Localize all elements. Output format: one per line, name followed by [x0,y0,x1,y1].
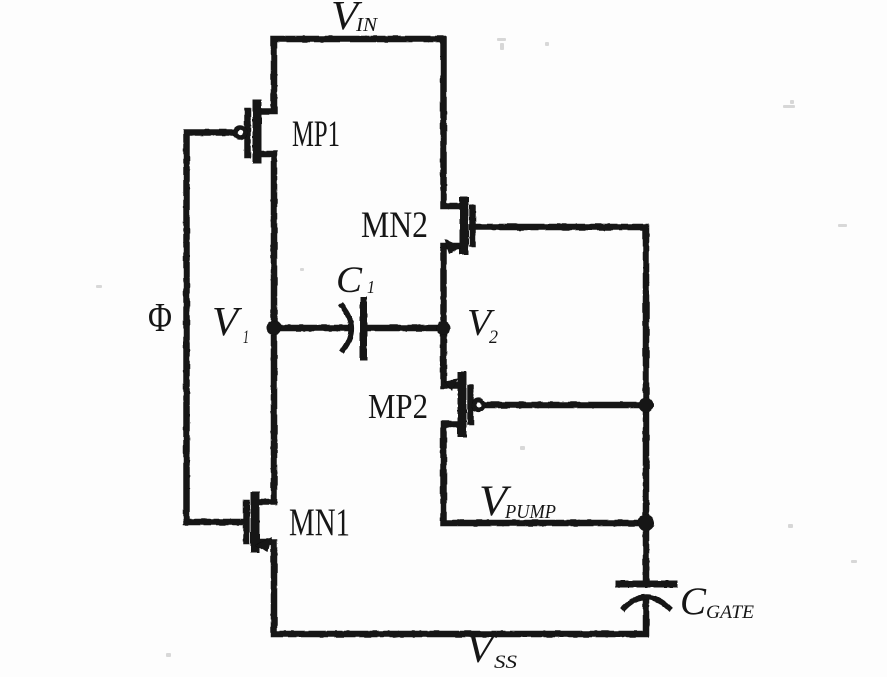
scan-artifacts [96,38,857,657]
wire-vin-rail [252,35,467,210]
labels: V IN Φ MP1 MN2 MP2 MN1 V 1 C 1 [148,0,754,673]
vpump-base: V [479,478,512,525]
net-label-v1: V 1 [212,298,249,348]
junction-dot-v1 [266,320,282,336]
vin-sub: IN [355,14,379,36]
wire-right-rail [468,223,650,585]
c1-curved-plate [338,302,354,354]
capacitor-cgate [615,580,678,612]
transistor-mp1 [232,99,262,164]
mp1-gate-bubble [232,125,248,140]
vin-base: V [331,0,362,38]
net-label-vin: V IN [331,0,379,38]
net-label-vss: V SS [466,626,518,673]
cgate-curved-plate [620,594,673,612]
device-label-mp1: MP1 [292,114,340,155]
device-label-cgate: C GATE [680,580,754,623]
wire-vpump [440,420,647,527]
junction-dot-vpump [637,514,655,532]
vss-base: V [466,626,498,671]
cgate-base: C [680,580,707,623]
wire-phi-rail [183,129,247,526]
net-label-v2: V 2 [467,302,498,348]
c1-base: C [336,260,363,301]
transistor-mn1 [243,491,272,553]
device-label-mn1: MN1 [289,501,350,544]
capacitor-c1 [338,296,367,361]
device-label-mp2: MP2 [368,387,428,426]
device-label-c1: C 1 [336,260,375,301]
mp2-gate-bubble [471,397,486,413]
v1-base: V [212,298,242,344]
mp2-source-arrow [444,379,458,391]
transistor-mp2 [444,371,486,438]
vpump-sub: PUMP [504,501,556,523]
c1-sub: 1 [367,277,375,297]
junction-dot-mp2-gate [638,397,654,413]
cgate-sub: GATE [706,602,754,623]
transistor-mn2 [444,196,476,255]
device-label-mn2: MN2 [361,205,428,246]
mn2-source-arrow [444,239,462,254]
junction-dots [266,320,655,532]
net-label-vpump: V PUMP [479,478,556,525]
net-label-phi: Φ [148,294,172,340]
v2-sub: 2 [489,327,498,348]
junction-dot-v2 [436,321,451,335]
v1-sub: 1 [243,327,249,348]
v2-base: V [467,302,495,344]
vss-sub: SS [494,652,518,673]
mn1-source-arrow [255,537,272,552]
